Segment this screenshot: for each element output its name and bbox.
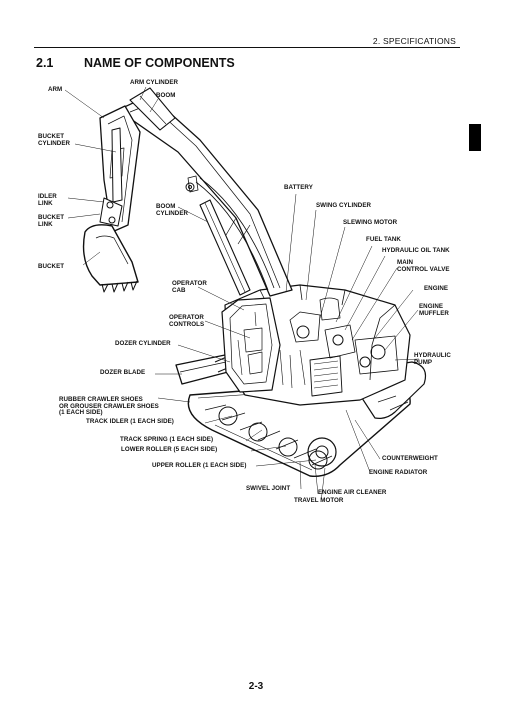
label-arm: ARM (48, 86, 63, 93)
section-number: 2.1 (36, 56, 54, 70)
crawler-track-left (187, 379, 411, 477)
label-track-spring: TRACK SPRING (1 EACH SIDE) (120, 436, 214, 443)
label-battery: BATTERY (284, 184, 313, 191)
label-operator-controls: OPERATOR CONTROLS (169, 314, 205, 329)
label-bucket: BUCKET (38, 263, 65, 270)
running-header: 2. SPECIFICATIONS (372, 36, 456, 46)
label-fuel-tank: FUEL TANK (366, 236, 401, 243)
bucket-linkage (99, 197, 123, 227)
label-hydraulic-pump: HYDRAULIC PUMP (414, 352, 451, 367)
label-dozer-blade: DOZER BLADE (100, 369, 146, 376)
label-bucket-cylinder: BUCKET CYLINDER (38, 133, 71, 148)
label-counterweight: COUNTERWEIGHT (382, 455, 438, 462)
label-engine: ENGINE (424, 285, 449, 292)
label-engine-air-cleaner: ENGINE AIR CLEANER (318, 489, 387, 496)
label-boom: BOOM (156, 92, 176, 99)
boom (117, 94, 293, 297)
label-arm-cylinder: ARM CYLINDER (130, 79, 179, 86)
label-swing-cylinder: SWING CYLINDER (316, 202, 372, 209)
label-bucket-link: BUCKET LINK (38, 214, 65, 229)
label-lower-roller: LOWER ROLLER (5 EACH SIDE) (121, 446, 218, 453)
label-engine-muffler: ENGINE MUFFLER (419, 303, 449, 318)
label-main-control-valve: MAIN CONTROL VALVE (397, 259, 450, 274)
label-track-idler: TRACK IDLER (1 EACH SIDE) (86, 418, 174, 425)
arm-cylinder-shape (129, 87, 176, 131)
label-boom-cylinder: BOOM CYLINDER (156, 203, 189, 218)
bucket-cylinder-shape (111, 127, 123, 203)
operator-cab (221, 297, 281, 393)
header-rule (34, 47, 460, 48)
boom-cylinder-shape (199, 199, 251, 296)
label-travel-motor: TRAVEL MOTOR (294, 497, 344, 504)
label-slewing-motor: SLEWING MOTOR (343, 219, 398, 226)
label-dozer-cylinder: DOZER CYLINDER (115, 340, 171, 347)
label-idler-link: IDLER LINK (38, 193, 57, 208)
label-upper-roller: UPPER ROLLER (1 EACH SIDE) (152, 462, 247, 469)
chapter-tab-marker (469, 124, 481, 151)
section-title: NAME OF COMPONENTS (84, 56, 235, 70)
label-engine-radiator: ENGINE RADIATOR (369, 469, 428, 476)
label-crawler-shoes: RUBBER CRAWLER SHOES OR GROUSER CRAWLER … (59, 396, 159, 417)
section-heading: 2.1 NAME OF COMPONENTS (36, 56, 235, 70)
page-number: 2-3 (248, 681, 264, 692)
label-hydraulic-oil-tank: HYDRAULIC OIL TANK (382, 247, 450, 254)
label-swivel-joint: SWIVEL JOINT (246, 485, 291, 492)
bucket-shape (82, 224, 139, 293)
label-operator-cab: OPERATOR CAB (172, 280, 207, 295)
